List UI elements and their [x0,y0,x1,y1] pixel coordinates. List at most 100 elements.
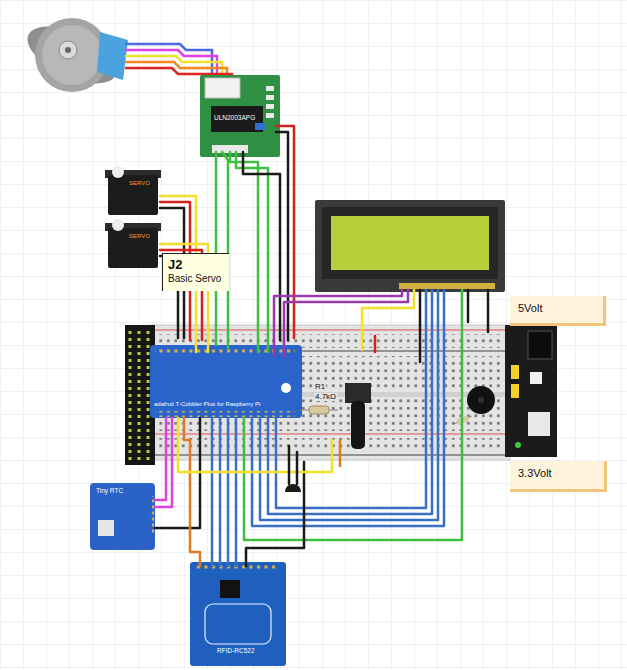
driver-board-part [266,86,274,91]
potentiometer-part [345,383,371,403]
wires-part [215,152,218,345]
note-text: 5Volt [518,302,595,315]
breadboard-part [155,455,505,456]
callout-box: J2Basic Servo [162,253,229,291]
stepper-motor-part [97,32,128,80]
board-label: Tiny RTC [95,488,124,495]
buzzer [467,386,495,414]
potentiometer-part [351,401,365,449]
driver-board-part [266,104,274,109]
board-label: adafruit T-Cobbler Plus for Raspberry Pi [153,401,261,407]
rfid-module [190,562,286,666]
part-label: SERVO [128,233,151,239]
servo-motor-part [112,166,124,178]
wires-part [339,440,342,466]
stepper-motor-part [35,18,109,92]
chip-label: ULN2003APG [213,115,256,122]
servo-motor-part [112,219,124,231]
wires-part [284,290,408,356]
buzzer-part [478,397,484,403]
power-supply-module-part [511,365,519,379]
resistor-symbol [300,406,472,425]
power-supply-module-part [511,384,519,398]
wires-part [274,290,402,356]
part-label: SERVO [128,180,151,186]
stepper-motor-part [42,25,102,85]
driver-board [200,75,280,157]
wires-part [288,446,291,484]
lcd-display-part [331,216,489,270]
stepper-motor [19,15,128,95]
driver-board-part [255,123,265,130]
driver-board-part [205,78,240,98]
gpio-cobbler-part [281,383,291,393]
wires-part [178,418,332,472]
wires-part [155,418,172,507]
temperature-sensor [285,484,301,492]
wires-part [374,336,377,352]
stepper-motor-part [65,47,71,53]
wires-part [236,152,268,352]
wires-part [222,152,228,348]
gpio-cobbler-part [128,330,152,460]
wires-part [419,290,422,362]
lcd-display-part [322,207,498,279]
power-supply-module-part [505,325,557,457]
wires-part [276,132,288,340]
gpio-cobbler-part [155,411,295,417]
wires-part [155,418,166,500]
wires-part [244,290,462,540]
temperature-sensor-part [285,484,301,492]
callout-text: Basic Servo [168,273,224,285]
power-supply-module-part [528,331,552,359]
power-supply-module-part [528,412,550,436]
lcd-display-part [315,200,505,292]
rfid-module-part [220,580,240,598]
note-box: 5Volt [510,296,606,326]
resistance-value: 4.7kΩ [314,393,337,401]
reference-designator: R1 [314,383,326,391]
potentiometer [345,383,371,449]
rtc-module [90,483,155,550]
lcd-display-part [399,283,495,289]
wires-part [211,418,214,566]
rfid-module-part [205,604,271,644]
rtc-module-part [148,496,154,534]
breadboard-part [158,438,502,452]
buzzer-part [467,386,495,414]
callout-title: J2 [168,257,224,273]
gpio-cobbler-part [150,345,302,418]
wires-part [219,418,222,566]
wires-part [227,418,230,566]
rtc-module-part [98,520,114,536]
wires-part [235,418,238,566]
driver-board-part [200,75,280,157]
servo-motor-part [108,175,158,215]
power-supply-module [505,325,557,457]
resistor-symbol-part [309,406,329,414]
servo-motor-part [108,228,158,268]
note-text: 3.3Volt [518,467,596,480]
stepper-motor-part [59,41,77,59]
wires-part [246,462,304,566]
lcd-display [315,200,505,292]
wires-part [260,290,438,520]
breadboard-part [155,434,505,435]
wires-part [268,290,432,514]
wires-part [467,290,470,322]
board-label: RFID-RC522 [216,648,256,655]
wires-part [184,418,200,566]
note-box: 3.3Volt [510,461,607,492]
power-supply-module-part [515,442,521,448]
wires-part [230,152,258,352]
wires-part [362,290,414,350]
wires-part [276,290,426,508]
wires-part [296,452,299,484]
power-supply-module-part [530,372,542,384]
rtc-module-part [90,483,155,550]
